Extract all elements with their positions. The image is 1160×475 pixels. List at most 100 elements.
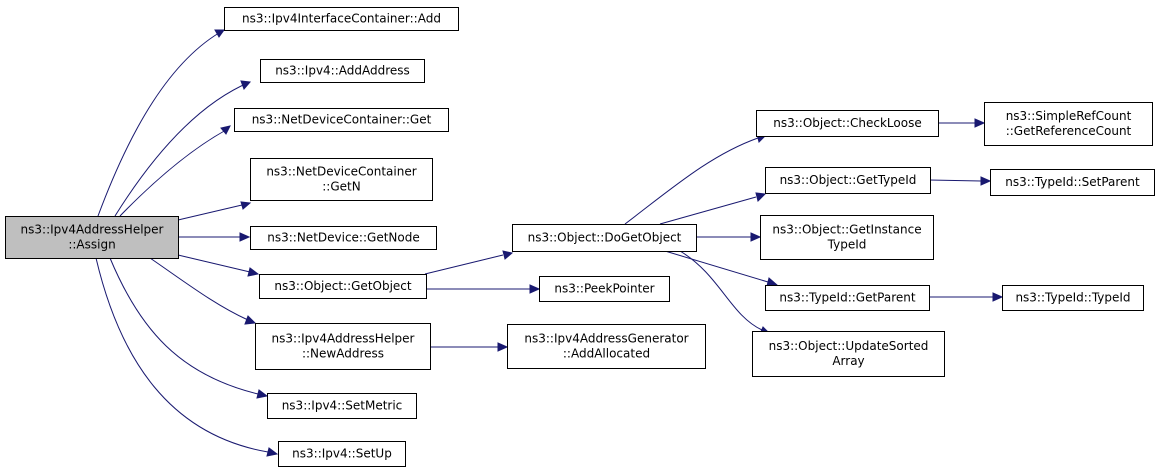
node-box [539, 276, 670, 302]
node-box [260, 59, 425, 83]
arrowhead [266, 447, 279, 457]
node-object-getobject[interactable]: ns3::Object::GetObject [259, 274, 427, 299]
node-box [255, 323, 431, 370]
arrowhead [220, 125, 231, 135]
node-ipv4-addaddress[interactable]: ns3::Ipv4::AddAddress [260, 59, 425, 83]
node-label-line: ns3::Ipv4::AddAddress [275, 64, 410, 78]
node-box [250, 226, 437, 250]
node-netdevicecontainer-get[interactable]: ns3::NetDeviceContainer::Get [234, 108, 449, 132]
node-box [259, 274, 427, 299]
node-netdevicecontainer-getn[interactable]: ns3::NetDeviceContainer::GetN [250, 158, 433, 201]
node-box [507, 324, 706, 369]
arrowhead [992, 292, 1004, 302]
node-ipv4addressgenerator-addallocated[interactable]: ns3::Ipv4AddressGenerator::AddAllocated [507, 324, 706, 369]
edge-assign-to-setmetric [109, 257, 259, 395]
node-label-line: ns3::PeekPointer [554, 282, 654, 296]
node-label-line: ns3::NetDeviceContainer::Get [252, 113, 432, 127]
node-simplerefcount-getreferencecount[interactable]: ns3::SimpleRefCount::GetReferenceCount [984, 102, 1153, 146]
node-label-line: ns3::Ipv4AddressHelper [272, 332, 415, 346]
node-label-line: TypeId [827, 238, 867, 252]
edge-assign-to-interfacecontainer-add [97, 29, 225, 217]
edge-dogetobject-to-getparent [664, 250, 769, 283]
node-label-line: ns3::NetDevice::GetNode [267, 231, 419, 245]
node-box [278, 441, 406, 467]
node-label-line: ::AddAllocated [563, 347, 650, 361]
node-typeid-typeid[interactable]: ns3::TypeId::TypeId [1002, 285, 1144, 311]
node-label-line: ns3::NetDeviceContainer [266, 165, 416, 179]
arrowhead [750, 232, 762, 242]
node-box [250, 158, 433, 201]
arrowhead [244, 315, 257, 325]
node-ipv4interfacecontainer-add[interactable]: ns3::Ipv4InterfaceContainer::Add [224, 7, 459, 31]
arrowhead [247, 267, 260, 277]
node-label-line: ns3::Ipv4::SetMetric [282, 399, 403, 413]
node-label-line: ::NewAddress [302, 347, 384, 361]
node-peekpointer[interactable]: ns3::PeekPointer [539, 276, 670, 302]
edge-assign-to-netdevicecontainer-getn [177, 204, 243, 221]
node-box [984, 102, 1153, 146]
edge-assign-to-addaddress [114, 81, 251, 217]
node-object-gettypeid[interactable]: ns3::Object::GetTypeId [765, 167, 931, 194]
node-box [990, 169, 1155, 196]
node-label-line: ns3::Ipv4AddressGenerator [524, 332, 688, 346]
node-ipv4-setup[interactable]: ns3::Ipv4::SetUp [278, 441, 406, 467]
node-object-checkloose[interactable]: ns3::Object::CheckLoose [756, 110, 939, 137]
edge-dogetobject-to-updatesortedarray [679, 250, 763, 331]
node-netdevice-getnode[interactable]: ns3::NetDevice::GetNode [250, 226, 437, 250]
edge-dogetobject-to-checkloose [624, 137, 759, 225]
node-label-line: ::Assign [68, 238, 115, 252]
call-edges [95, 29, 1004, 457]
node-label-line: ns3::SimpleRefCount [1006, 109, 1132, 123]
node-label-line: ns3::Ipv4InterfaceContainer::Add [242, 12, 441, 26]
node-label-line: Array [832, 354, 864, 368]
node-label-line: ns3::Ipv4::SetUp [292, 447, 392, 461]
edge-assign-to-setup [95, 257, 269, 453]
arrowhead [497, 342, 509, 352]
node-box [5, 216, 179, 259]
node-label-line: ns3::TypeId::GetParent [779, 291, 915, 305]
node-label-line: ns3::Object::GetInstance [772, 223, 921, 237]
node-typeid-getparent[interactable]: ns3::TypeId::GetParent [765, 285, 930, 311]
node-label-line: ::GetReferenceCount [1006, 124, 1132, 138]
node-label-line: ns3::TypeId::SetParent [1005, 175, 1140, 189]
node-box [760, 215, 934, 260]
node-label-line: ns3::Object::UpdateSorted [769, 339, 929, 353]
node-label-line: ns3::TypeId::TypeId [1015, 291, 1130, 305]
arrowhead [256, 389, 269, 399]
call-nodes: ns3::Ipv4AddressHelper::Assign ns3::Ipv4I… [5, 7, 1155, 467]
edge-dogetobject-to-gettypeid [659, 196, 757, 225]
arrowhead [529, 284, 541, 294]
arrowhead [214, 29, 225, 38]
node-box [752, 331, 945, 377]
node-label-line: ns3::Object::CheckLoose [773, 116, 921, 130]
node-box [765, 285, 930, 311]
node-ipv4addresshelper-newaddress[interactable]: ns3::Ipv4AddressHelper::NewAddress [255, 323, 431, 370]
node-box [756, 110, 939, 137]
node-box [234, 108, 449, 132]
arrowhead [502, 250, 514, 260]
arrowhead [240, 80, 251, 90]
node-ipv4addresshelper-assign[interactable]: ns3::Ipv4AddressHelper::Assign [5, 216, 179, 259]
arrowhead [980, 176, 992, 186]
node-label-line: ns3::Object::DoGetObject [528, 231, 682, 245]
node-object-dogetobject[interactable]: ns3::Object::DoGetObject [512, 224, 697, 252]
edge-assign-to-getobject [177, 254, 251, 273]
edge-getobject-to-dogetobject [424, 254, 504, 275]
node-box [224, 7, 459, 31]
node-label-line: ::GetN [322, 180, 360, 194]
node-box [765, 167, 931, 194]
node-box [512, 224, 697, 252]
node-ipv4-setmetric[interactable]: ns3::Ipv4::SetMetric [267, 393, 417, 419]
arrowhead [974, 118, 986, 128]
arrowhead [239, 232, 251, 242]
edge-assign-to-netdevicecontainer-get [119, 129, 227, 217]
arrowhead [766, 277, 779, 287]
arrowhead [240, 201, 252, 210]
node-label-line: ns3::Object::GetObject [274, 279, 412, 293]
node-typeid-setparent[interactable]: ns3::TypeId::SetParent [990, 169, 1155, 196]
node-box [1002, 285, 1144, 311]
edge-assign-to-newaddress [149, 257, 249, 321]
